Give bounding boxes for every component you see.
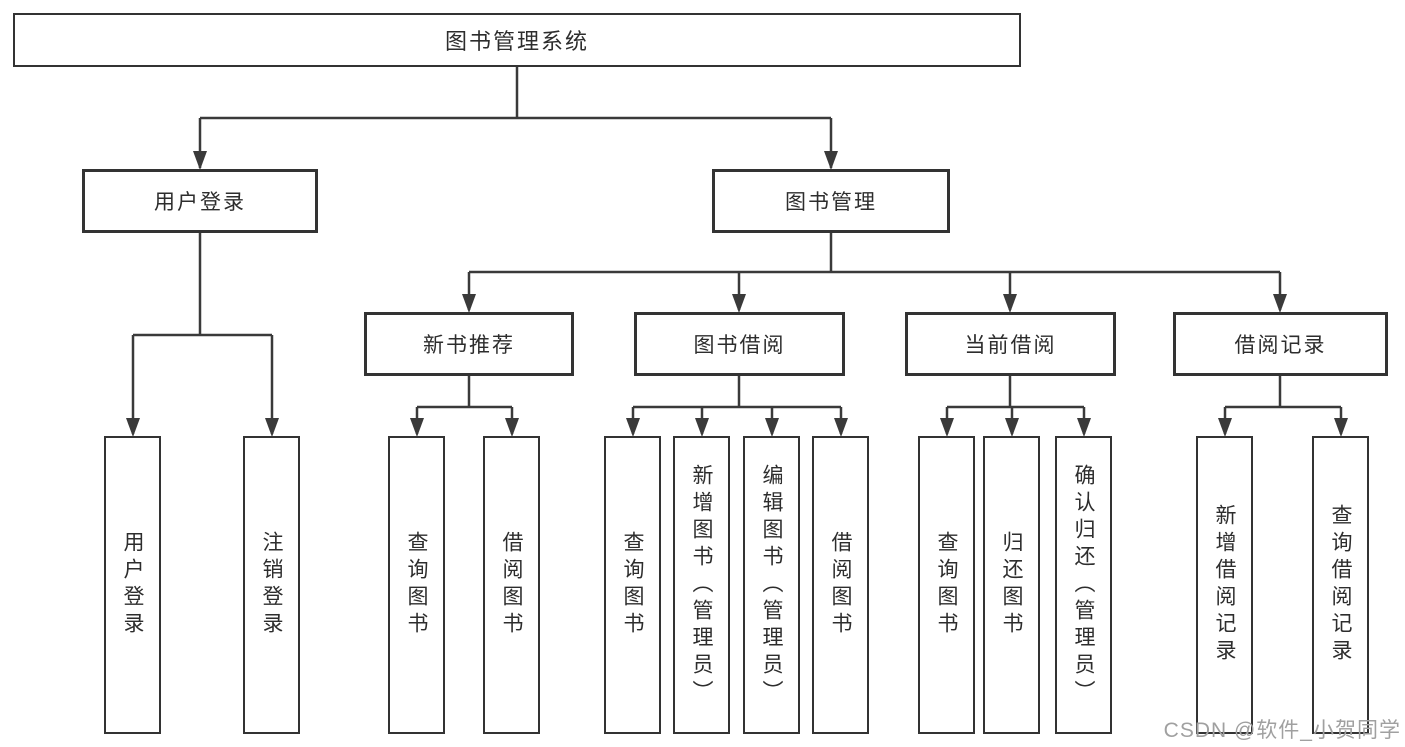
node-label: 查询图书: [935, 531, 958, 639]
node-label: 借阅图书: [829, 531, 852, 639]
node-label: 查询图书: [405, 531, 428, 639]
node-borrowing-records: 借阅记录: [1173, 312, 1388, 376]
connector-lines: [131, 67, 1343, 434]
leaf-user-login: 用户登录: [104, 436, 161, 734]
node-user-login: 用户登录: [82, 169, 318, 233]
node-label: 确认归还（管理员）: [1072, 463, 1095, 707]
leaf-confirm-return-admin: 确认归还（管理员）: [1055, 436, 1112, 734]
leaf-add-borrow-record: 新增借阅记录: [1196, 436, 1253, 734]
node-label: 归还图书: [1000, 531, 1023, 639]
node-label: 借阅记录: [1234, 334, 1327, 357]
node-label: 图书管理系统: [444, 29, 589, 54]
node-label: 图书管理: [785, 191, 877, 214]
node-label: 用户登录: [154, 191, 246, 214]
leaf-borrow-books-recommend: 借阅图书: [483, 436, 540, 734]
node-book-management: 图书管理: [712, 169, 950, 233]
node-label: 当前借阅: [964, 334, 1057, 357]
node-book-borrowing: 图书借阅: [634, 312, 845, 376]
leaf-edit-books-admin: 编辑图书（管理员）: [743, 436, 800, 734]
node-label: 注销登录: [260, 531, 283, 639]
leaf-query-books-recommend: 查询图书: [388, 436, 445, 734]
leaf-query-books-borrow: 查询图书: [604, 436, 661, 734]
leaf-borrow-books: 借阅图书: [812, 436, 869, 734]
node-new-book-recommendation: 新书推荐: [364, 312, 574, 376]
leaf-logout: 注销登录: [243, 436, 300, 734]
node-current-borrowing: 当前借阅: [905, 312, 1116, 376]
node-library-management-system: 图书管理系统: [13, 13, 1021, 67]
leaf-return-books: 归还图书: [983, 436, 1040, 734]
node-label: 新增图书（管理员）: [690, 463, 713, 707]
node-label: 图书借阅: [693, 334, 786, 357]
node-label: 借阅图书: [500, 531, 523, 639]
node-label: 查询借阅记录: [1329, 504, 1352, 666]
leaf-add-books-admin: 新增图书（管理员）: [673, 436, 730, 734]
leaf-query-books-current: 查询图书: [918, 436, 975, 734]
node-label: 新增借阅记录: [1213, 504, 1236, 666]
node-label: 查询图书: [621, 531, 644, 639]
watermark: CSDN @软件_小贺同学: [1163, 719, 1401, 742]
node-label: 新书推荐: [423, 334, 515, 357]
node-label: 用户登录: [121, 531, 144, 639]
node-label: 编辑图书（管理员）: [760, 463, 783, 707]
arrowhead-icons: [126, 151, 1348, 437]
leaf-query-borrow-record: 查询借阅记录: [1312, 436, 1369, 734]
